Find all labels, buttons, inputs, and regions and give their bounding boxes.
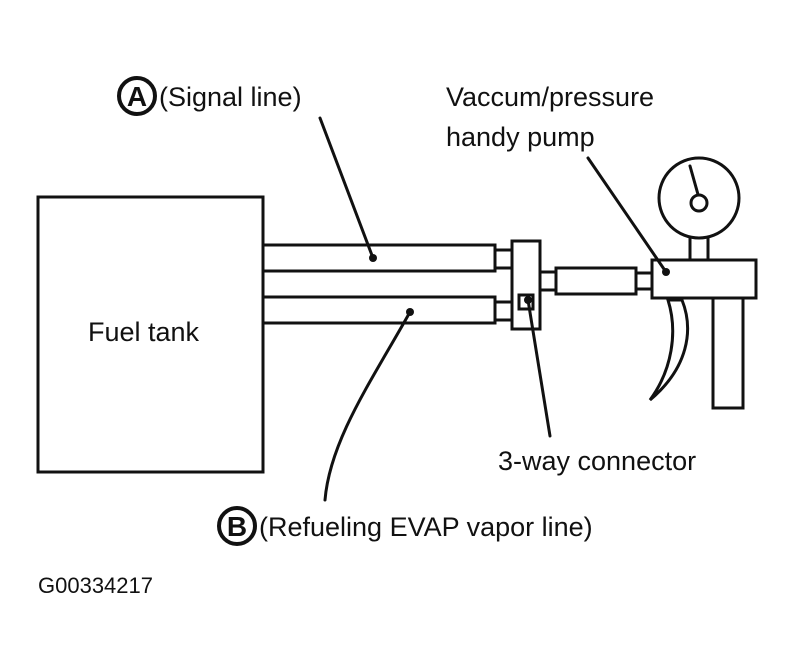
connector-outlet <box>538 270 558 292</box>
signal-line-hose <box>261 243 497 273</box>
fuel-tank-label: Fuel tank <box>88 317 200 347</box>
signal-line-badge-letter: A <box>127 81 147 112</box>
figure-code: G00334217 <box>38 573 153 598</box>
vapor-line-hose <box>261 295 497 325</box>
connector-leader <box>526 298 552 438</box>
signal-line-badge <box>117 76 157 116</box>
connector-leader-dot <box>524 296 532 304</box>
signal-line-fitting <box>493 248 515 270</box>
pump-trigger <box>648 298 690 402</box>
three-way-connector-body <box>510 239 542 331</box>
vapor-line-label: (Refueling EVAP vapor line) <box>259 512 593 542</box>
pump-leader <box>586 156 668 274</box>
vapor-line-leader <box>323 310 412 502</box>
signal-line-leader-dot <box>369 254 377 262</box>
pump-body <box>650 258 758 300</box>
pump-label-line2: handy pump <box>446 122 595 152</box>
vapor-line-badge <box>217 506 257 546</box>
vapor-line-leader-dot <box>406 308 414 316</box>
pump-hose <box>554 266 638 296</box>
pump-label-line1: Vaccum/pressure <box>446 82 654 112</box>
vapor-line-fitting <box>493 300 515 322</box>
pump-gauge-neck <box>688 234 710 262</box>
signal-line-leader <box>318 116 375 260</box>
fuel-tank-box <box>36 195 265 474</box>
pump-hose-fitting <box>634 271 654 291</box>
pump-gauge-needle <box>688 164 701 200</box>
vapor-line-badge-letter: B <box>227 511 247 542</box>
pump-handle <box>711 296 745 410</box>
signal-line-label: (Signal line) <box>159 82 302 112</box>
connector-label: 3-way connector <box>498 446 696 476</box>
pump-gauge-pivot <box>689 193 709 213</box>
pump-leader-dot <box>662 268 670 276</box>
